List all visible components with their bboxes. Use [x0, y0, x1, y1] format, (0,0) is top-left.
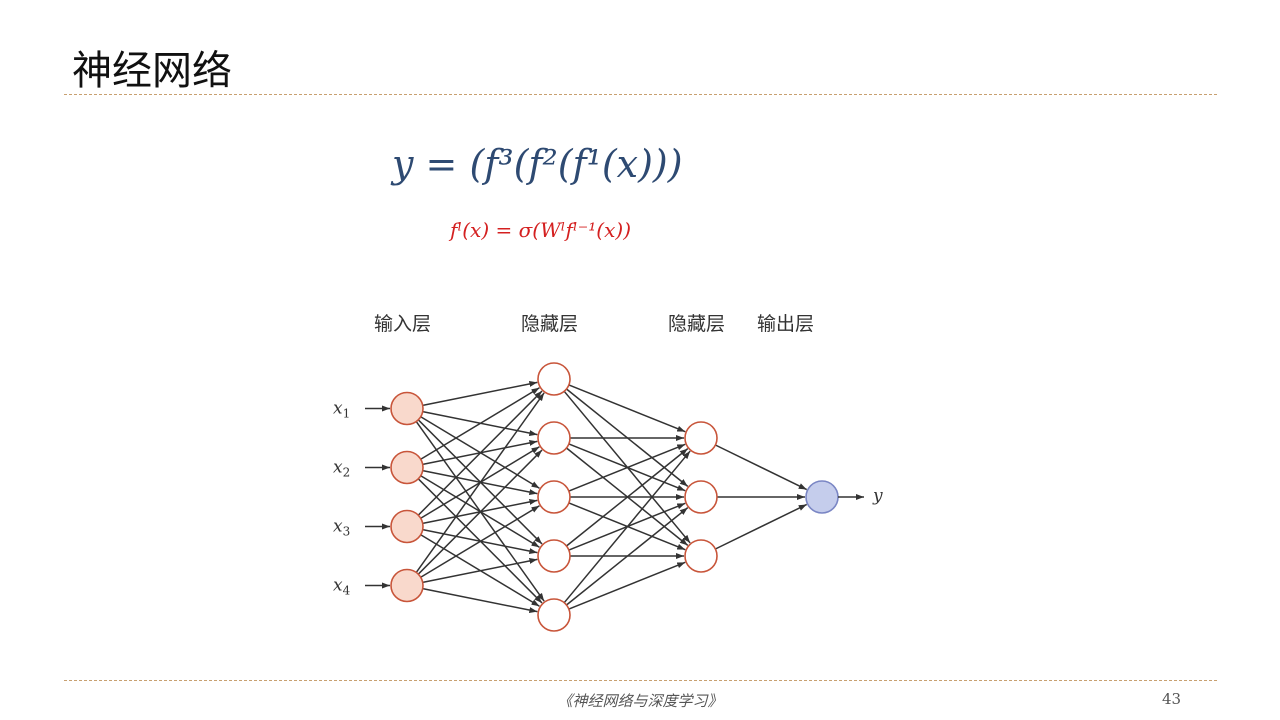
label-output-layer: 输出层: [757, 313, 815, 335]
label-hidden-layer-1: 隐藏层: [521, 313, 579, 335]
edge-l2-0-0: [715, 444, 808, 491]
neuron-layer2-2: [684, 539, 718, 573]
edge-l0-1-0: [420, 387, 540, 460]
neuron-layer1-3: [537, 539, 571, 573]
top-divider: [64, 94, 1217, 95]
input-label-1: x2: [333, 458, 350, 480]
main-equation: y = (f³(f²(f¹(x))): [392, 142, 683, 186]
slide-title: 神经网络: [72, 48, 232, 94]
page-number: 43: [1162, 690, 1182, 708]
edge-l2-2-0: [715, 503, 808, 550]
neuron-layer0-2: [390, 509, 424, 544]
edge-l1-2-0: [568, 443, 686, 492]
edge-l0-3-3: [422, 557, 538, 584]
input-label-2: x3: [333, 517, 350, 539]
edge-l1-4-1: [566, 507, 689, 606]
edge-l0-3-1: [417, 449, 543, 575]
edge-l0-2-0: [417, 390, 543, 516]
footer-book-title: 《神经网络与深度学习》: [557, 692, 723, 710]
label-input-layer: 输入层: [374, 313, 432, 335]
neuron-layer1-4: [537, 598, 571, 632]
neuron-layer2-0: [684, 421, 718, 455]
bottom-divider: [64, 680, 1217, 681]
layer-equation: fˡ(x) = σ(Wˡfˡ⁻¹(x)): [450, 218, 631, 242]
neuron-layer2-1: [684, 480, 718, 514]
edge-l1-3-0: [566, 448, 689, 547]
edge-l0-3-4: [422, 587, 538, 614]
neuron-layer3-0: [805, 480, 839, 514]
neuron-layer0-3: [390, 568, 424, 603]
neuron-layer1-1: [537, 421, 571, 455]
edge-l1-4-0: [563, 450, 691, 604]
neuron-layer0-0: [390, 391, 424, 426]
edge-l0-3-0: [415, 392, 545, 573]
output-label: y: [872, 486, 883, 506]
label-hidden-layer-2: 隐藏层: [668, 313, 726, 335]
input-label-3: x4: [333, 576, 351, 598]
input-label-0: x1: [333, 399, 350, 421]
neuron-layer1-2: [537, 480, 571, 514]
neuron-layer1-0: [537, 362, 571, 396]
edge-l1-4-2: [568, 561, 686, 610]
edge-l0-0-0: [422, 380, 538, 407]
edge-l1-0-0: [568, 384, 686, 433]
neuron-layer0-1: [390, 450, 424, 485]
edge-l0-3-2: [420, 505, 540, 578]
